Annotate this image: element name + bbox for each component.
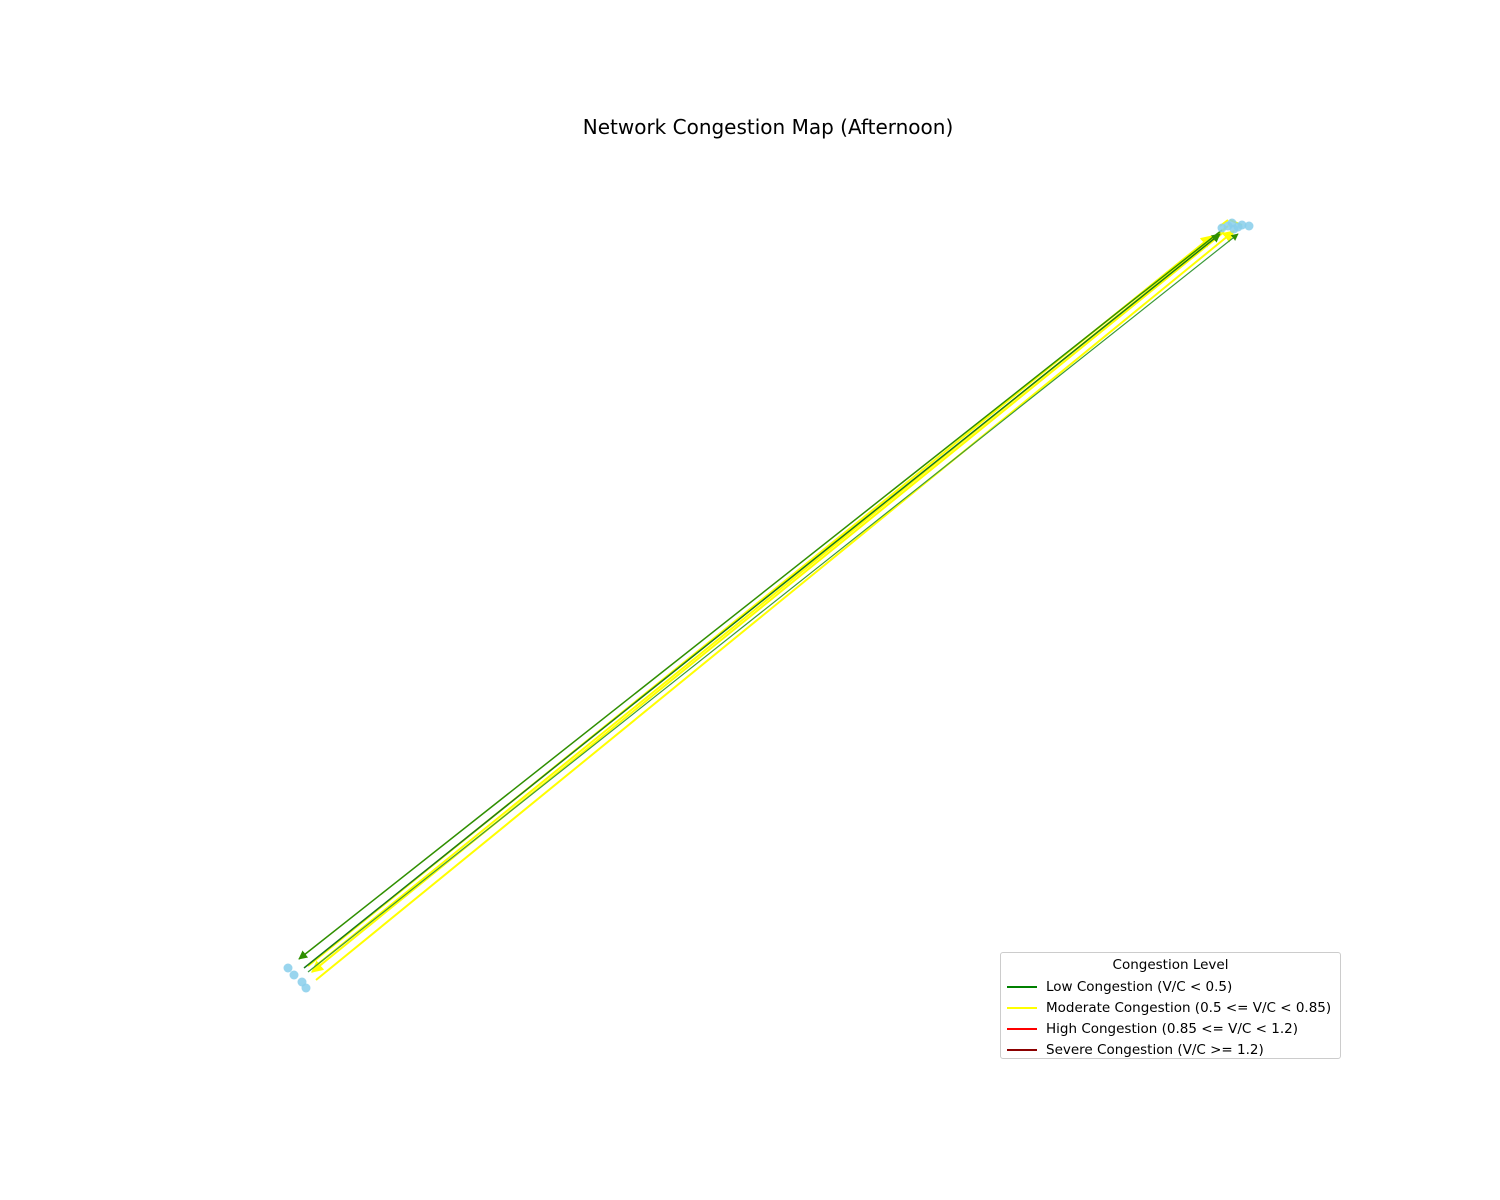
legend-swatch-severe [1007,1048,1037,1051]
legend-label-low: Low Congestion (V/C < 0.5) [1046,978,1233,995]
legend-swatch-low [1007,985,1037,988]
edge-low [307,233,1239,973]
legend-item-severe: Severe Congestion (V/C >= 1.2) [1001,1039,1340,1060]
chart-title: Network Congestion Map (Afternoon) [582,115,954,139]
edge-low [298,229,1223,960]
legend-label-high: High Congestion (0.85 <= V/C < 1.2) [1046,1020,1298,1037]
edge-low [303,233,1221,969]
legend-item-high: High Congestion (0.85 <= V/C < 1.2) [1001,1018,1340,1039]
node [1237,220,1247,230]
nodes-layer [283,218,1254,993]
legend: Congestion Level Low Congestion (V/C < 0… [1000,952,1341,1059]
edge-moderate [315,230,1235,981]
legend-item-moderate: Moderate Congestion (0.5 <= V/C < 0.85) [1001,997,1340,1018]
legend-label-moderate: Moderate Congestion (0.5 <= V/C < 0.85) [1046,999,1332,1016]
edges-layer [298,219,1243,981]
node [1244,221,1254,231]
node [283,963,293,973]
legend-swatch-moderate [1007,1006,1037,1009]
legend-swatch-high [1007,1027,1037,1030]
legend-item-low: Low Congestion (V/C < 0.5) [1001,976,1340,997]
node [289,970,299,980]
node [301,983,311,993]
legend-title: Congestion Level [1112,957,1229,973]
legend-label-severe: Severe Congestion (V/C >= 1.2) [1046,1041,1264,1058]
